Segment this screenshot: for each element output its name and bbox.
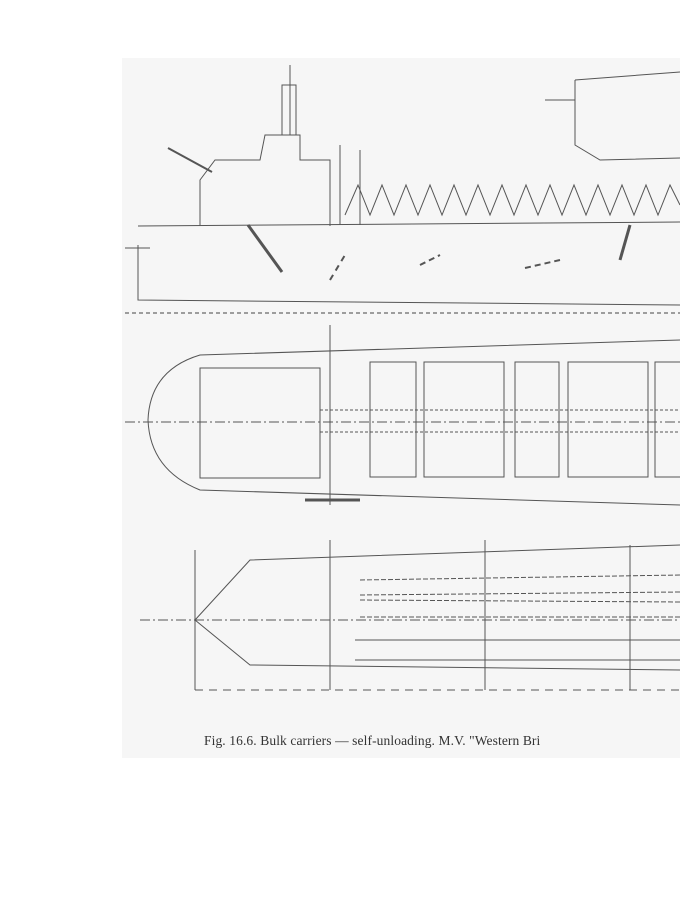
- figure-plate: [122, 58, 680, 758]
- figure-caption: Fig. 16.6. Bulk carriers — self-unloadin…: [204, 733, 541, 748]
- profile-view: [125, 65, 680, 314]
- deck-plan-view: [125, 325, 680, 506]
- hold-plan-view: [140, 540, 680, 691]
